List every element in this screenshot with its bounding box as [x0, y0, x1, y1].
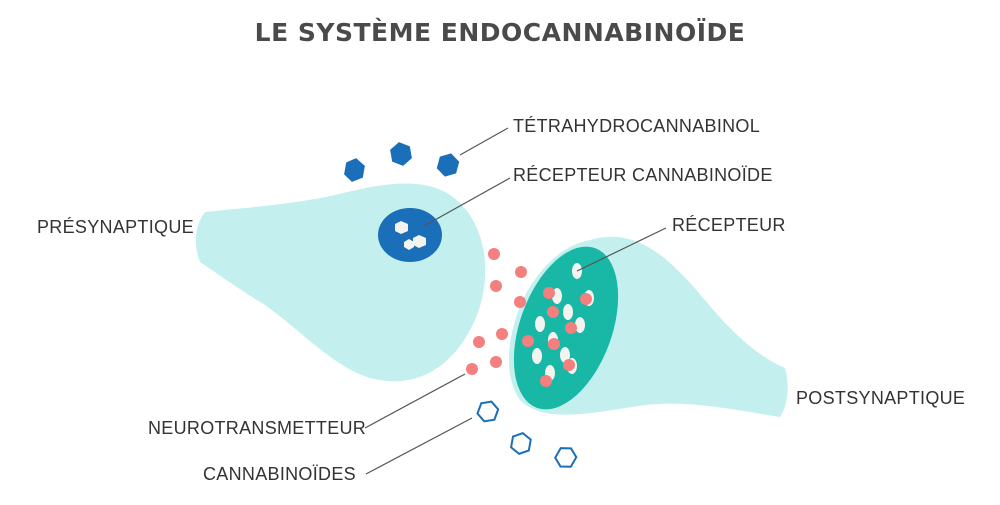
receptor-bound-hexagon [413, 235, 426, 248]
cannabinoid-hexagon-icon [510, 432, 532, 455]
neurotransmitter-dot [490, 280, 502, 292]
neurotransmitter-dot [488, 248, 500, 260]
neurotransmitter-dot [515, 266, 527, 278]
presynaptic-neuron [195, 183, 486, 382]
cannabinoid-receptor [378, 208, 442, 262]
page-title: LE SYSTÈME ENDOCANNABINOÏDE [254, 18, 746, 47]
receptor-slot [560, 347, 570, 363]
receptor-bound-hexagon [404, 239, 414, 250]
leader-line-thc [459, 127, 509, 156]
thc-hexagon-icon [344, 158, 365, 182]
leader-line-receptor [576, 227, 667, 272]
label-presynaptic: PRÉSYNAPTIQUE [37, 217, 194, 237]
neurotransmitter-dot [514, 296, 526, 308]
neurotransmitter-dot [548, 338, 560, 350]
neurotransmitter-dot [496, 328, 508, 340]
neurotransmitter-dot [580, 293, 592, 305]
neurotransmitter-dot [540, 375, 552, 387]
neurotransmitter-dot [547, 306, 559, 318]
receptor-slot [535, 316, 545, 332]
neurotransmitter-dot [522, 335, 534, 347]
neurotransmitter-dot [466, 363, 478, 375]
label-receptor: RÉCEPTEUR [672, 215, 786, 235]
receptor-bound-hexagon [395, 221, 408, 234]
receptor-slot [575, 317, 585, 333]
neurotransmitter-dot [565, 322, 577, 334]
receptor-slot [563, 304, 573, 320]
cannabinoid-hexagon-icon [476, 400, 500, 423]
receptor-slot [532, 348, 542, 364]
label-postsynaptic: POSTSYNAPTIQUE [796, 388, 966, 408]
thc-hexagon-icon [436, 153, 460, 177]
label-thc: TÉTRAHYDROCANNABINOL [513, 116, 761, 136]
label-cannabinoid-receptor: RÉCEPTEUR CANNABINOÏDE [513, 165, 773, 185]
cannabinoid-hexagon-icon [554, 447, 578, 468]
label-cannabinoids: CANNABINOÏDES [203, 464, 356, 484]
label-neurotransmitter: NEUROTRANSMETTEUR [148, 418, 367, 438]
leader-line-cannabinoids [365, 417, 473, 475]
neurotransmitter-dot [473, 336, 485, 348]
thc-hexagon-icon [390, 142, 412, 166]
neurotransmitter-dot [563, 359, 575, 371]
leader-line-cannabinoid-receptor [423, 177, 511, 227]
neurotransmitter-dot [543, 287, 555, 299]
leader-line-neurotransmitter [364, 373, 466, 429]
neurotransmitter-dot [490, 356, 502, 368]
